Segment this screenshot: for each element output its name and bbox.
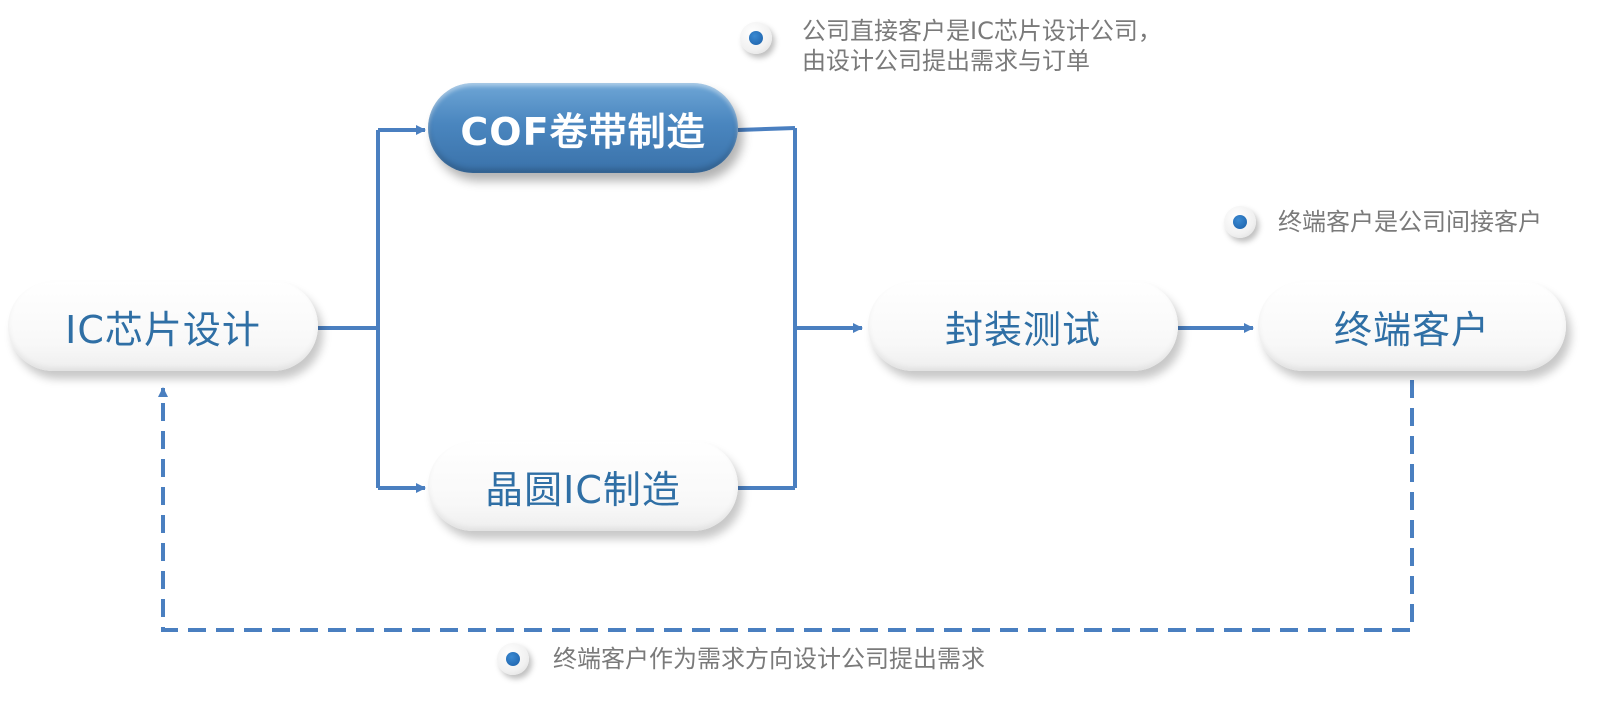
note-indirect-customer-text: 终端客户是公司间接客户 bbox=[1278, 208, 1542, 236]
node-ic-design-label: IC芯片设计 bbox=[65, 307, 261, 352]
node-end-customer-label: 终端客户 bbox=[1333, 307, 1490, 352]
note-direct-customer: 公司直接客户是IC芯片设计公司， 由设计公司提出需求与订单 bbox=[740, 17, 1162, 76]
node-ic-design: IC芯片设计 bbox=[8, 281, 318, 371]
node-end-customer: 终端客户 bbox=[1258, 281, 1566, 371]
note-indirect-customer: 终端客户是公司间接客户 bbox=[1224, 206, 1542, 238]
connector-cof-out bbox=[737, 126, 796, 132]
node-wafer-ic-manufacturing: 晶圆IC制造 bbox=[428, 441, 738, 531]
node-cof-manufacturing-label: COF卷带制造 bbox=[460, 109, 706, 154]
bullet-icon bbox=[740, 22, 772, 54]
note-feedback-text: 终端客户作为需求方向设计公司提出需求 bbox=[553, 645, 985, 673]
node-cof-manufacturing: COF卷带制造 bbox=[428, 83, 738, 173]
feedback-dashed-loop bbox=[158, 380, 1414, 632]
note-direct-customer-line2: 由设计公司提出需求与订单 bbox=[802, 47, 1090, 75]
bullet-icon bbox=[497, 643, 529, 675]
bullet-icon bbox=[1224, 206, 1256, 238]
note-direct-customer-line1: 公司直接客户是IC芯片设计公司， bbox=[802, 17, 1162, 45]
note-feedback: 终端客户作为需求方向设计公司提出需求 bbox=[497, 643, 985, 675]
node-wafer-ic-manufacturing-label: 晶圆IC制造 bbox=[485, 467, 681, 512]
node-packaging-testing-label: 封装测试 bbox=[944, 307, 1101, 352]
node-packaging-testing: 封装测试 bbox=[868, 281, 1178, 371]
